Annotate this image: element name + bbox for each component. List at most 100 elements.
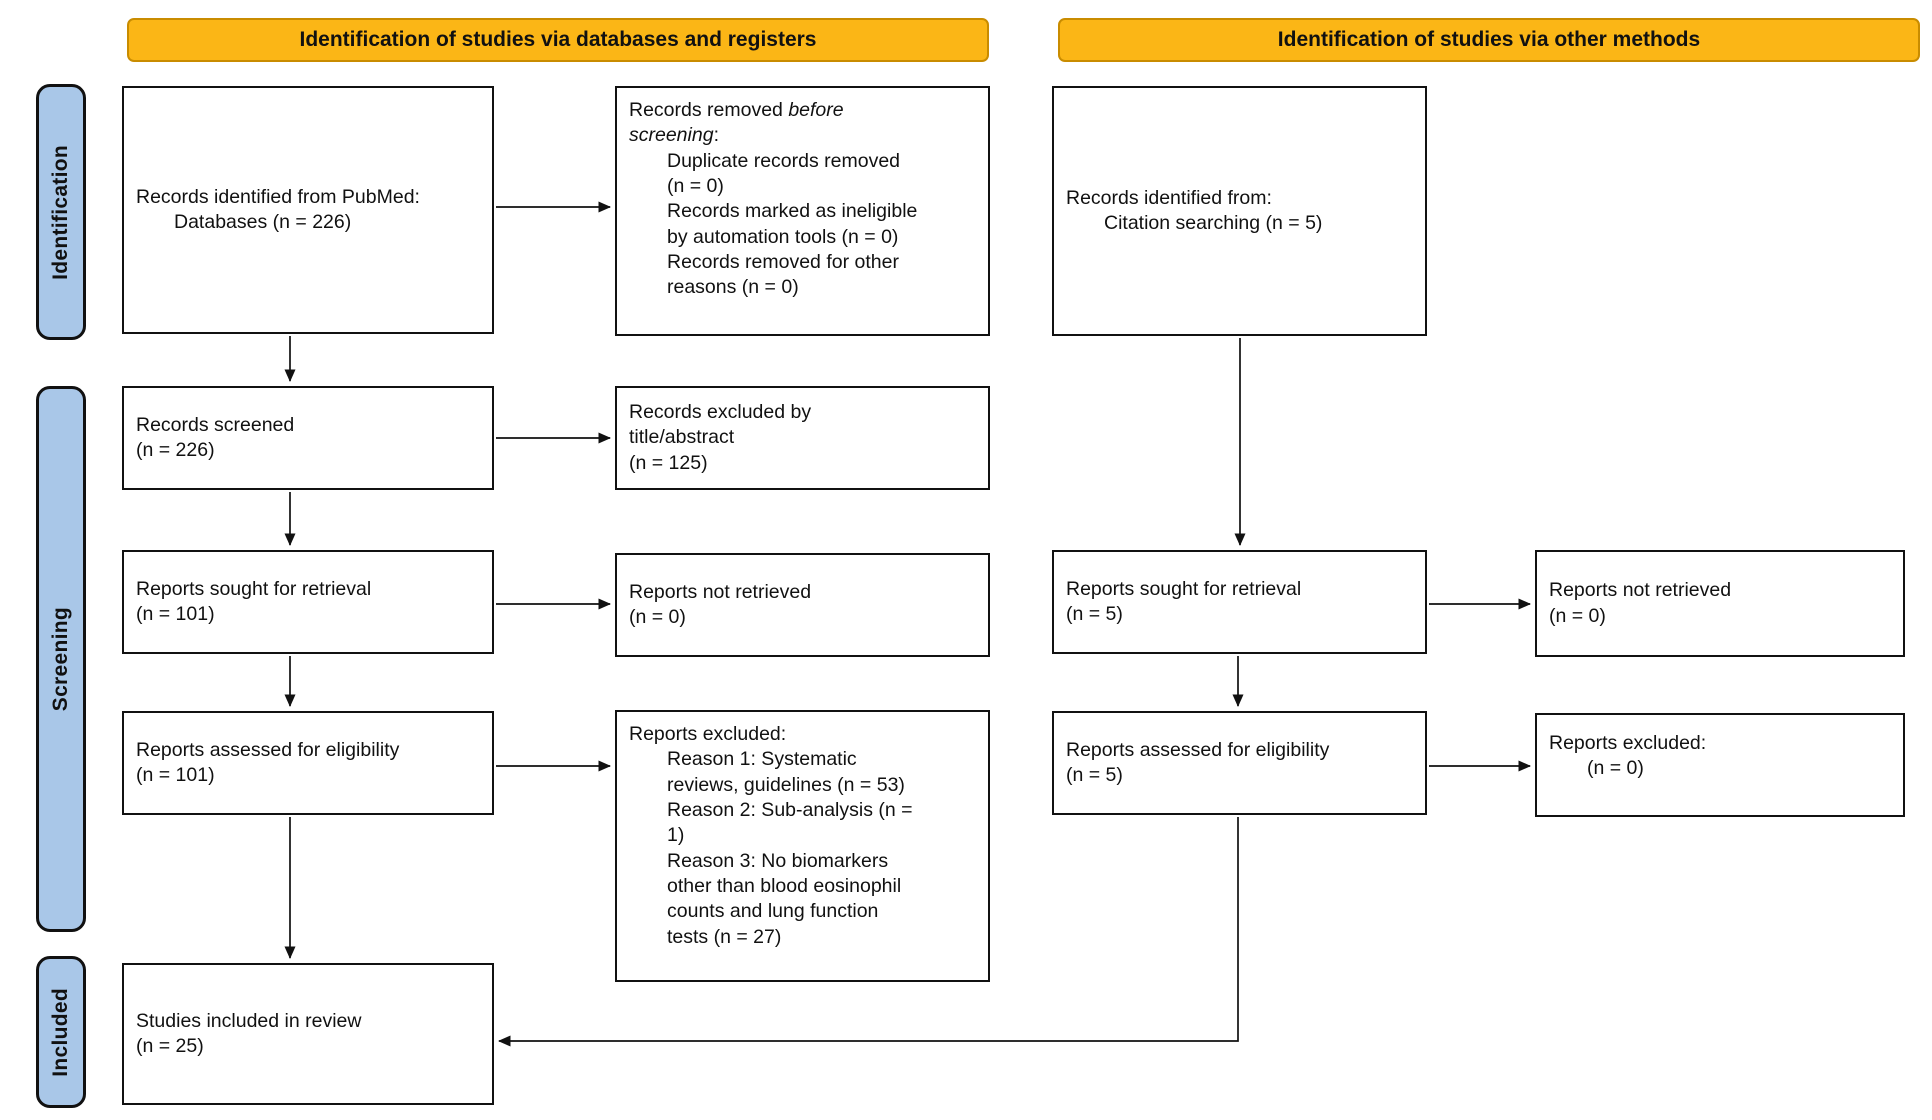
box-text-run: Records excluded by — [629, 400, 812, 423]
box-records-identified-databases: Records identified from PubMed:Databases… — [122, 86, 494, 334]
box-reports-not-retrieved-other: Reports not retrieved(n = 0) — [1535, 550, 1905, 657]
box-line: (n = 5) — [1066, 763, 1413, 788]
box-text-run: counts and lung function — [667, 900, 879, 923]
box-text-run: reviews, guidelines (n = 53) — [667, 773, 905, 796]
box-line: (n = 101) — [136, 763, 480, 788]
box-text-run: Reason 3: No biomarkers — [667, 849, 889, 872]
box-text-run: title/abstract — [629, 426, 735, 449]
box-reports-excluded-other: Reports excluded: (n = 0) — [1535, 713, 1905, 817]
banner-databases-registers-label: Identification of studies via databases … — [299, 28, 817, 51]
box-text-run: Reports sought for retrieval — [1066, 577, 1302, 600]
box-text-run: Citation searching (n = 5) — [1104, 212, 1323, 234]
box-line: screening: — [629, 123, 976, 148]
box-text-run: Databases (n = 226) — [174, 211, 352, 233]
stage-bar-identification: Identification — [36, 84, 86, 340]
box-text-run: tests (n = 27) — [667, 925, 782, 948]
box-line: Databases (n = 226) — [136, 210, 480, 235]
box-line: 1) — [629, 823, 976, 848]
box-line: Reports sought for retrieval — [1066, 577, 1413, 602]
box-line: Records excluded by — [629, 400, 976, 425]
box-line: by automation tools (n = 0) — [629, 225, 976, 250]
box-reports-sought-retrieval-db: Reports sought for retrieval (n = 101) — [122, 550, 494, 654]
box-line: Reports excluded: — [1549, 731, 1891, 756]
box-text-run: (n = 5) — [1066, 603, 1123, 625]
box-line: Records screened — [136, 413, 480, 438]
box-reports-assessed-eligibility-other: Reports assessed for eligibility (n = 5) — [1052, 711, 1427, 815]
box-line: Records marked as ineligible — [629, 199, 976, 224]
box-text-run: (n = 0) — [1587, 757, 1644, 780]
box-reports-not-retrieved-db: Reports not retrieved (n = 0) — [615, 553, 990, 657]
box-line: (n = 0) — [629, 174, 976, 199]
box-text-run: : — [713, 124, 719, 147]
box-line: Records identified from: — [1066, 186, 1413, 211]
box-line: Records removed for other — [629, 250, 976, 275]
box-text-run: (n = 5) — [1066, 764, 1123, 786]
box-line: counts and lung function — [629, 899, 976, 924]
box-text-run: Records removed — [629, 99, 789, 121]
box-text-run: Reports not retrieved — [629, 580, 812, 603]
box-records-identified-other: Records identified from: Citation searchi… — [1052, 86, 1427, 336]
box-line: Records removed before — [629, 98, 976, 123]
box-records-screened: Records screened(n = 226) — [122, 386, 494, 490]
box-text-run: Reports not retrieved — [1549, 579, 1732, 602]
box-text-run: Reason 2: Sub-analysis (n = — [667, 799, 913, 822]
box-line: Reports excluded: — [629, 722, 976, 747]
box-line: Reason 3: No biomarkers — [629, 849, 976, 874]
box-line: (n = 25) — [136, 1034, 480, 1059]
box-line: Studies included in review — [136, 1009, 480, 1034]
box-text-run: Reason 1: Systematic — [667, 748, 857, 771]
box-line: reasons (n = 0) — [629, 275, 976, 300]
box-line: Citation searching (n = 5) — [1066, 211, 1413, 236]
box-text-run: Studies included in review — [136, 1009, 362, 1032]
box-line: tests (n = 27) — [629, 925, 976, 950]
box-line: Reports not retrieved — [1549, 578, 1891, 603]
box-reports-assessed-eligibility-db: Reports assessed for eligibility (n = 101… — [122, 711, 494, 815]
stage-bar-included: Included — [36, 956, 86, 1108]
box-line: Reports assessed for eligibility — [136, 738, 480, 763]
box-text-run: (n = 0) — [629, 606, 686, 628]
box-text-run: (n = 25) — [136, 1035, 204, 1057]
box-text-run: (n = 101) — [136, 764, 215, 786]
box-text-run: reasons (n = 0) — [667, 276, 799, 299]
stage-label-included: Included — [49, 987, 72, 1077]
box-text-run: (n = 226) — [136, 439, 215, 461]
box-line: Records identified from PubMed: — [136, 185, 480, 210]
box-text-run: Records removed for other — [667, 251, 899, 274]
banner-other-methods: Identification of studies via other meth… — [1058, 18, 1920, 62]
box-line: (n = 226) — [136, 438, 480, 463]
box-text-run: Records identified from: — [1066, 186, 1272, 209]
box-text-run: Reports assessed for eligibility — [1066, 738, 1330, 761]
stage-label-screening: Screening — [49, 606, 72, 712]
box-line: other than blood eosinophil — [629, 874, 976, 899]
box-text-run: 1) — [667, 824, 685, 847]
box-text-run: by automation tools (n = 0) — [667, 225, 899, 248]
box-text-run: other than blood eosinophil — [667, 875, 902, 898]
box-line: title/abstract — [629, 425, 976, 450]
banner-other-methods-label: Identification of studies via other meth… — [1277, 28, 1701, 51]
box-text-run: screening — [629, 124, 714, 147]
box-records-excluded-title-abstract: Records excluded by title/abstract(n = 12… — [615, 386, 990, 490]
box-text-run: Reports excluded: — [1549, 732, 1707, 754]
box-text-run: (n = 0) — [667, 175, 724, 198]
banner-databases-registers: Identification of studies via databases … — [127, 18, 989, 62]
box-studies-included-review: Studies included in review (n = 25) — [122, 963, 494, 1105]
box-text-run: (n = 101) — [136, 603, 215, 625]
box-text-run: Reports sought for retrieval — [136, 577, 372, 600]
box-line: (n = 5) — [1066, 602, 1413, 627]
box-text-run: Reports assessed for eligibility — [136, 738, 400, 761]
box-text-run: (n = 125) — [629, 451, 708, 474]
box-line: (n = 0) — [1549, 756, 1891, 781]
box-line: (n = 0) — [1549, 604, 1891, 629]
box-line: Reports sought for retrieval — [136, 577, 480, 602]
box-line: Reason 1: Systematic — [629, 747, 976, 772]
box-line: Reports not retrieved — [629, 580, 976, 605]
stage-label-identification: Identification — [49, 144, 72, 280]
box-line: (n = 0) — [629, 605, 976, 630]
box-text-run: before — [788, 99, 844, 121]
box-line: (n = 125) — [629, 451, 976, 476]
box-text-run: Reports excluded: — [629, 723, 787, 745]
box-line: Reports assessed for eligibility — [1066, 738, 1413, 763]
box-line: (n = 101) — [136, 602, 480, 627]
